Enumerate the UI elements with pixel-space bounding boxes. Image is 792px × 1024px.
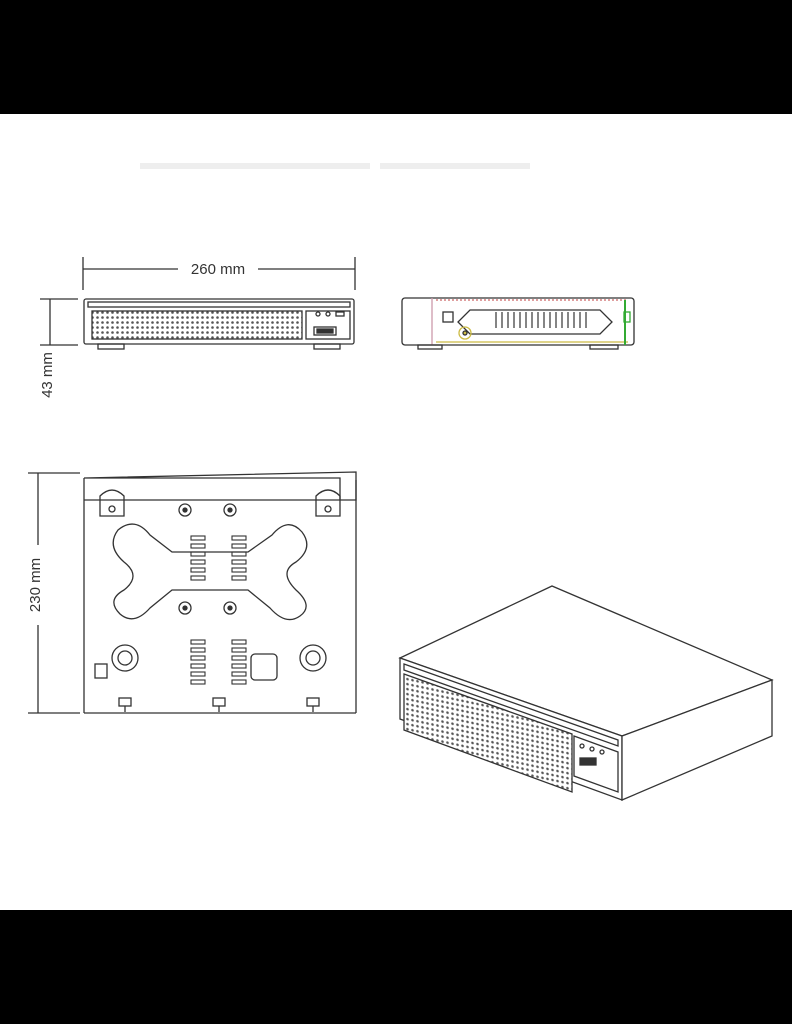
bottom-view (28, 471, 357, 714)
technical-drawing: 260 mm 43 mm (27, 163, 774, 801)
top-black-band (0, 0, 792, 114)
side-view (401, 297, 635, 350)
isometric-view (398, 585, 774, 801)
height-dimension-label: 43 mm (39, 352, 56, 398)
bottom-black-band (0, 910, 792, 1024)
width-dimension-label: 260 mm (191, 261, 245, 278)
front-view (40, 257, 356, 350)
drawing-sheet: 260 mm 43 mm (0, 114, 792, 910)
depth-dimension-label: 230 mm (27, 558, 44, 612)
